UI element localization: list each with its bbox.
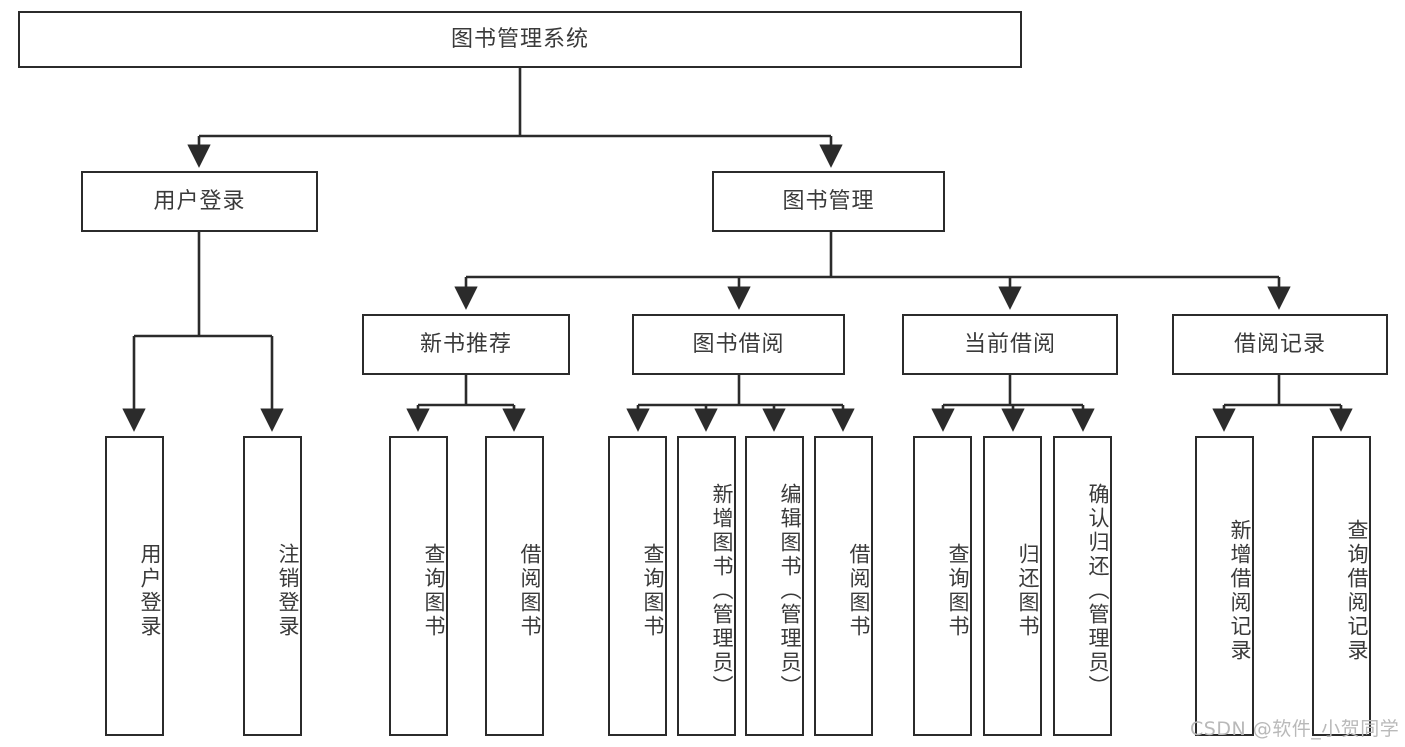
leaf-new-book-borrow[interactable]: 借阅图书 [485,436,544,736]
leaf-label: 用户登录 [138,543,162,639]
node-current-borrow-label: 当前借阅 [963,331,1056,357]
leaf-record-add[interactable]: 新增借阅记录 [1195,436,1254,736]
node-book-borrow[interactable]: 图书借阅 [632,314,845,375]
node-current-borrow[interactable]: 当前借阅 [902,314,1118,375]
node-new-book-recommend[interactable]: 新书推荐 [362,314,570,375]
leaf-label: 注销登录 [276,543,300,639]
leaf-current-query-book[interactable]: 查询图书 [913,436,972,736]
node-root-label: 图书管理系统 [450,26,589,52]
leaf-label: 归还图书 [1016,543,1040,639]
node-root[interactable]: 图书管理系统 [18,11,1022,68]
csdn-watermark: CSDN @软件_小贺同学 [1190,718,1400,740]
leaf-label: 查询借阅记录 [1345,519,1369,663]
node-book-borrow-label: 图书借阅 [692,331,785,357]
leaf-record-query[interactable]: 查询借阅记录 [1312,436,1371,736]
leaf-label: 借阅图书 [847,543,871,639]
node-user-login[interactable]: 用户登录 [81,171,318,232]
leaf-label: 编辑图书（管理员） [778,483,802,699]
leaf-label: 查询图书 [422,543,446,639]
leaf-current-confirm-return-admin[interactable]: 确认归还（管理员） [1053,436,1112,736]
leaf-borrow-edit-book-admin[interactable]: 编辑图书（管理员） [745,436,804,736]
node-user-login-label: 用户登录 [153,188,246,214]
leaf-label: 新增图书（管理员） [710,483,734,699]
leaf-user-login-logout[interactable]: 注销登录 [243,436,302,736]
leaf-current-return-book[interactable]: 归还图书 [983,436,1042,736]
node-book-management[interactable]: 图书管理 [712,171,945,232]
leaf-label: 借阅图书 [518,543,542,639]
leaf-label: 确认归还（管理员） [1086,483,1110,699]
node-book-management-label: 图书管理 [782,188,875,214]
leaf-label: 查询图书 [946,543,970,639]
leaf-new-book-query[interactable]: 查询图书 [389,436,448,736]
leaf-user-login-login[interactable]: 用户登录 [105,436,164,736]
node-borrow-record-label: 借阅记录 [1233,331,1326,357]
leaf-borrow-query-book[interactable]: 查询图书 [608,436,667,736]
leaf-borrow-borrow-book[interactable]: 借阅图书 [814,436,873,736]
leaf-borrow-add-book-admin[interactable]: 新增图书（管理员） [677,436,736,736]
leaf-label: 新增借阅记录 [1228,519,1252,663]
node-borrow-record[interactable]: 借阅记录 [1172,314,1388,375]
leaf-label: 查询图书 [641,543,665,639]
node-new-book-recommend-label: 新书推荐 [419,331,512,357]
